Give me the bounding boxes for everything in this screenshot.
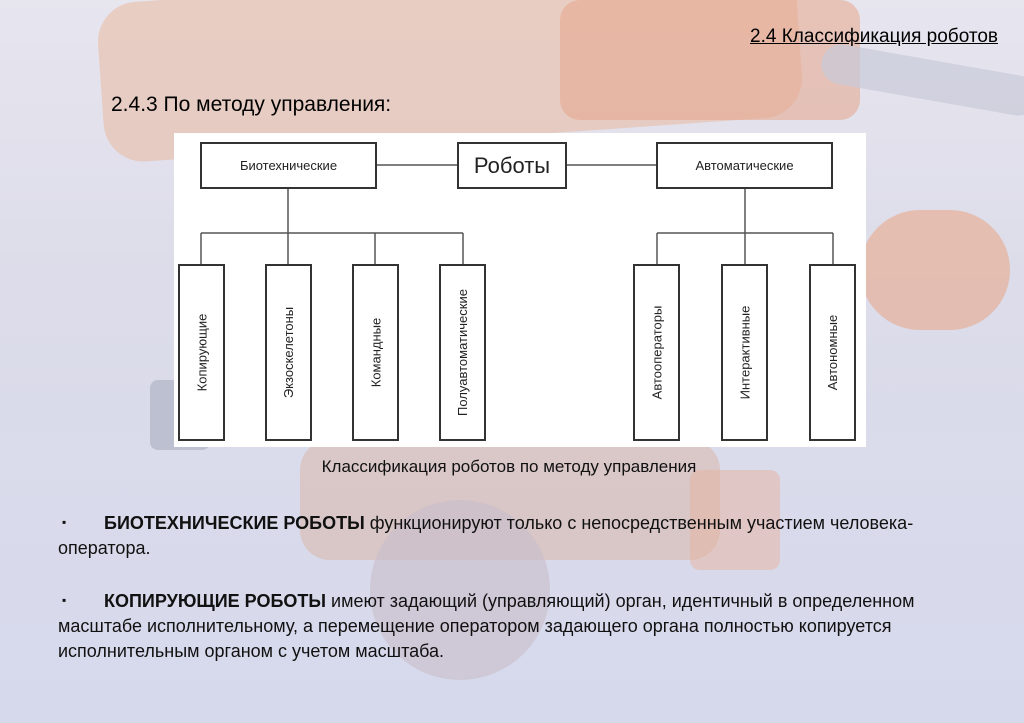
bullet-marker: ▪: [62, 515, 67, 529]
node-autonomous: Автономные: [809, 264, 856, 441]
node-biotechnical: Биотехнические: [200, 142, 377, 189]
node-interactive: Интерактивные: [721, 264, 768, 441]
bullet-biotechnical: ▪ БИОТЕХНИЧЕСКИЕ РОБОТЫ функционируют тол…: [58, 510, 958, 561]
bullet-text: функционируют только с непосредственным …: [58, 513, 914, 558]
node-automatic: Автоматические: [656, 142, 833, 189]
bullet-term: БИОТЕХНИЧЕСКИЕ РОБОТЫ: [104, 513, 365, 533]
node-robots-root: Роботы: [457, 142, 567, 189]
subsection-title: 2.4.3 По методу управления:: [111, 93, 392, 116]
bullet-term: КОПИРУЮЩИЕ РОБОТЫ: [104, 591, 327, 611]
node-command: Командные: [352, 264, 399, 441]
section-title: 2.4 Классификация роботов: [750, 26, 998, 47]
node-autooperators: Автооператоры: [633, 264, 680, 441]
classification-diagram: Биотехнические Роботы Автоматические Коп…: [174, 133, 866, 447]
node-semiautomatic: Полуавтоматические: [439, 264, 486, 441]
bullet-marker: ▪: [62, 593, 67, 607]
node-exoskeletons: Экзоскелетоны: [265, 264, 312, 441]
node-copying: Копирующие: [178, 264, 225, 441]
bullet-text: имеют задающий (управляющий) орган, иден…: [58, 591, 915, 661]
bullet-copying: ▪ КОПИРУЮЩИЕ РОБОТЫ имеют задающий (управ…: [58, 588, 958, 664]
diagram-caption: Классификация роботов по методу управлен…: [321, 457, 697, 476]
diagram-connectors: [200, 164, 834, 264]
